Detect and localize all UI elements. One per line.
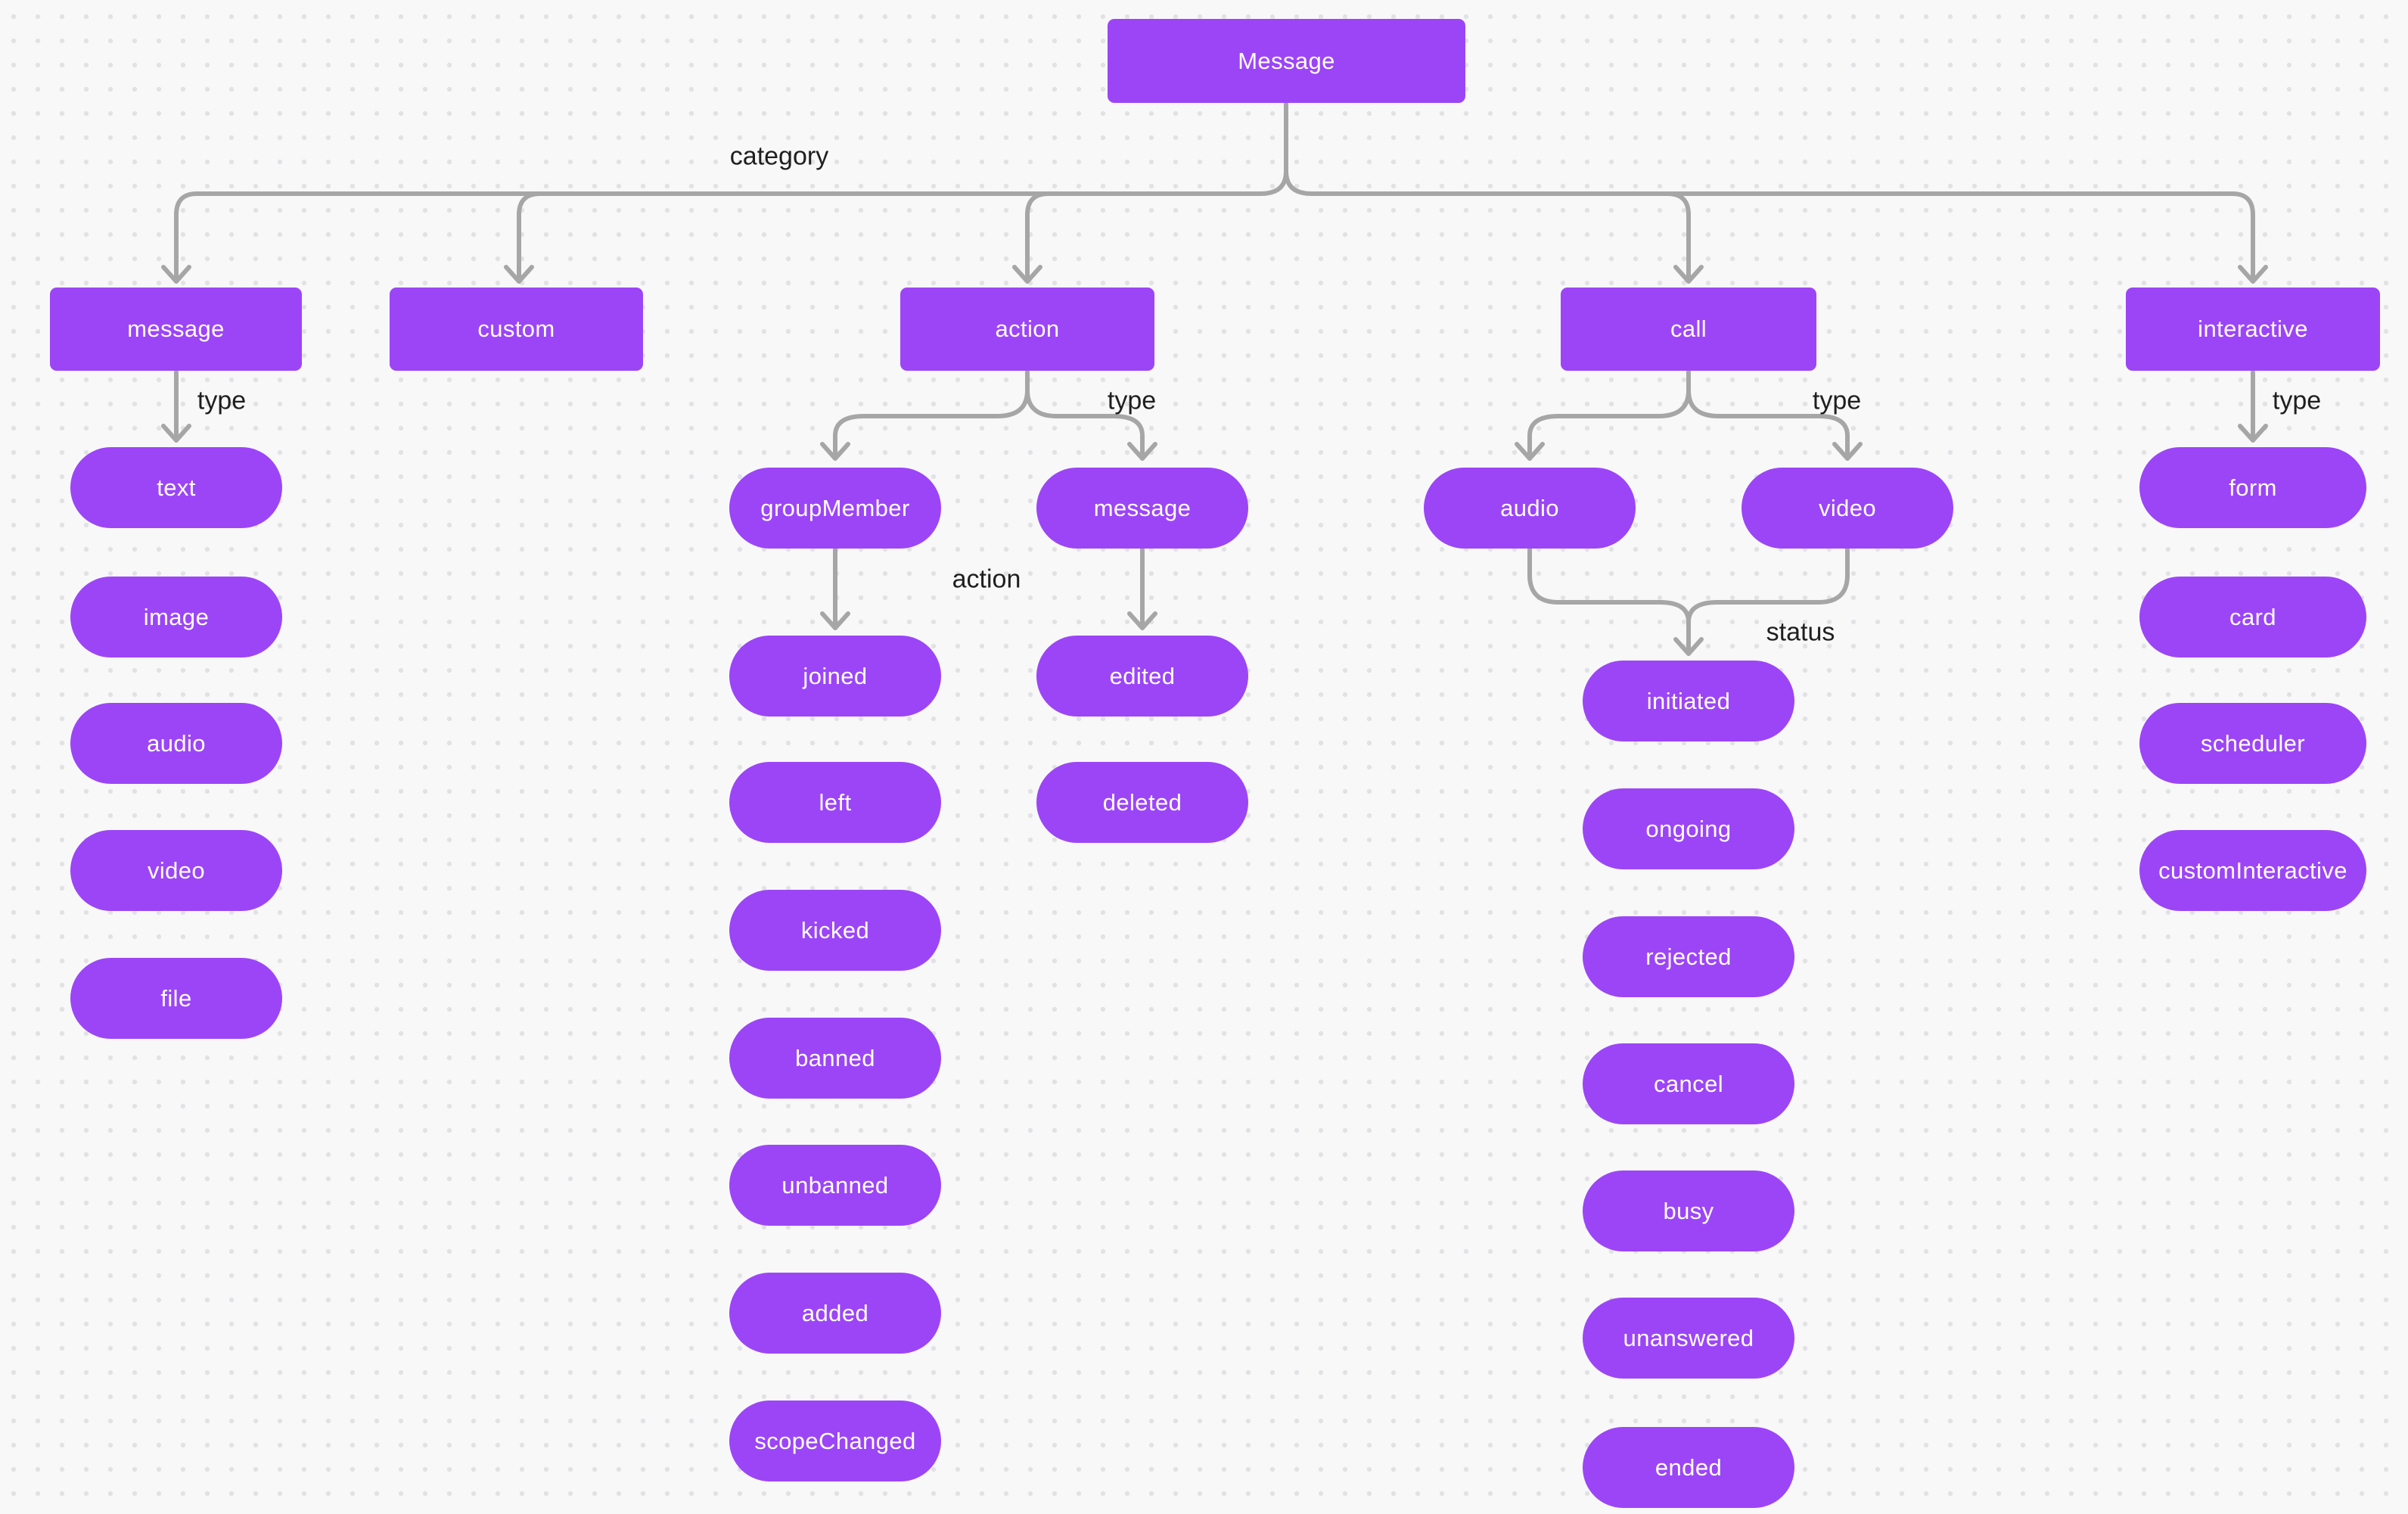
node-category-action[interactable]: action — [900, 288, 1154, 371]
edge-root-to-action — [1025, 191, 1051, 279]
edge-label-action-type: type — [1107, 386, 1157, 415]
node-call-type-video[interactable]: video — [1742, 468, 1953, 549]
node-action-type-groupmember[interactable]: groupMember — [729, 468, 941, 549]
arrowhead — [820, 442, 850, 461]
node-groupmember-action-kicked[interactable]: kicked — [729, 890, 941, 971]
node-interactive-type-card[interactable]: card — [2139, 577, 2366, 658]
node-groupmember-action-joined[interactable]: joined — [729, 636, 941, 717]
edge-call-to-audio — [1527, 370, 1691, 456]
edge-label-message-type: type — [197, 386, 247, 415]
node-call-status-cancel[interactable]: cancel — [1583, 1043, 1794, 1124]
arrowhead — [1012, 265, 1042, 284]
edge-label-category: category — [729, 141, 829, 171]
arrowhead — [1127, 611, 1157, 630]
node-call-status-initiated[interactable]: initiated — [1583, 661, 1794, 741]
node-message-type-audio[interactable]: audio — [70, 703, 282, 784]
node-groupmember-action-added[interactable]: added — [729, 1273, 941, 1354]
arrowhead — [2238, 265, 2268, 284]
arrowhead — [1673, 265, 1704, 284]
edge-call-to-video — [1686, 370, 1850, 456]
arrowhead — [1515, 442, 1545, 461]
node-groupmember-action-unbanned[interactable]: unbanned — [729, 1145, 941, 1226]
arrowhead — [2238, 424, 2268, 443]
edge-root-to-custom — [517, 191, 542, 279]
node-category-call[interactable]: call — [1561, 288, 1816, 371]
edge-label-groupmember-action: action — [952, 564, 1021, 594]
node-interactive-type-custominteractive[interactable]: customInteractive — [2139, 830, 2366, 911]
edge-video-to-status — [1686, 546, 1850, 651]
edge-label-interactive-type: type — [2272, 386, 2322, 415]
node-interactive-type-scheduler[interactable]: scheduler — [2139, 703, 2366, 784]
edge-label-call-type: type — [1812, 386, 1862, 415]
edge-audio-to-status — [1527, 546, 1691, 651]
node-interactive-type-form[interactable]: form — [2139, 447, 2366, 528]
node-call-type-audio[interactable]: audio — [1424, 468, 1636, 549]
node-action-type-message[interactable]: message — [1036, 468, 1248, 549]
node-groupmember-action-scopechanged[interactable]: scopeChanged — [729, 1401, 941, 1481]
edge-label-call-status: status — [1766, 617, 1835, 647]
arrowhead — [504, 265, 534, 284]
node-category-custom[interactable]: custom — [390, 288, 643, 371]
node-call-status-busy[interactable]: busy — [1583, 1170, 1794, 1251]
node-message-type-text[interactable]: text — [70, 447, 282, 528]
node-call-status-ongoing[interactable]: ongoing — [1583, 788, 1794, 869]
arrowhead — [161, 265, 191, 284]
node-message-root[interactable]: Message — [1108, 19, 1465, 103]
node-category-message[interactable]: message — [50, 288, 302, 371]
edge-root-to-interactive — [1284, 101, 2255, 279]
node-call-status-unanswered[interactable]: unanswered — [1583, 1298, 1794, 1379]
edge-root-to-call — [1665, 191, 1691, 279]
arrowhead — [1127, 442, 1157, 461]
node-message-type-file[interactable]: file — [70, 958, 282, 1039]
node-actionmessage-deleted[interactable]: deleted — [1036, 762, 1248, 843]
node-groupmember-action-banned[interactable]: banned — [729, 1018, 941, 1099]
node-message-type-video[interactable]: video — [70, 830, 282, 911]
node-call-status-rejected[interactable]: rejected — [1583, 916, 1794, 997]
node-call-status-ended[interactable]: ended — [1583, 1427, 1794, 1508]
arrowhead — [161, 424, 191, 443]
edge-root-to-message — [174, 101, 1288, 279]
edge-action-to-groupmember — [833, 370, 1030, 456]
arrowhead — [1832, 442, 1863, 461]
node-message-type-image[interactable]: image — [70, 577, 282, 658]
node-groupmember-action-left[interactable]: left — [729, 762, 941, 843]
node-actionmessage-edited[interactable]: edited — [1036, 636, 1248, 717]
arrowhead — [820, 611, 850, 630]
edge-action-to-message — [1025, 370, 1145, 456]
node-category-interactive[interactable]: interactive — [2126, 288, 2380, 371]
arrowhead — [1673, 637, 1704, 656]
